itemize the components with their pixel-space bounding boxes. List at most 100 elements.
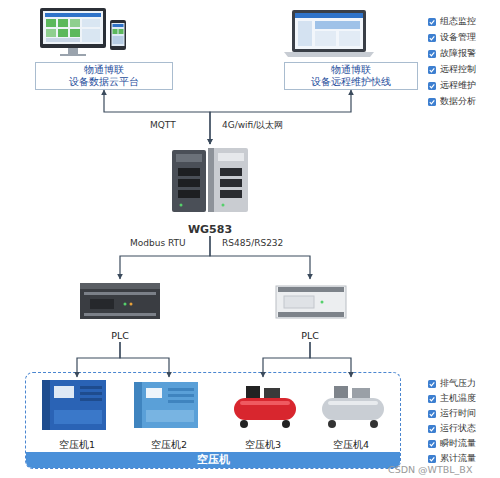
compressor-illustration-part bbox=[168, 394, 194, 397]
connector-line bbox=[210, 236, 310, 279]
connector-line bbox=[120, 236, 210, 279]
monitor-illustration-part bbox=[43, 11, 103, 44]
compressor-illustration bbox=[322, 386, 384, 428]
plc-illustration-part bbox=[321, 301, 324, 304]
node-text: 物通博联 设备数据云平台 bbox=[62, 64, 146, 88]
compressor-illustration-part bbox=[80, 386, 102, 389]
annotation-text: 排气压力 bbox=[440, 378, 476, 389]
compressor-illustration-part bbox=[370, 420, 378, 428]
compressor-illustration-part bbox=[240, 420, 248, 428]
phone-illustration-part bbox=[113, 36, 124, 44]
check-icon bbox=[428, 18, 436, 463]
compressor-illustration-part bbox=[246, 386, 260, 398]
monitor-illustration-part bbox=[46, 19, 56, 27]
compressor-illustration-part bbox=[334, 386, 348, 398]
check-icon-part bbox=[428, 410, 436, 418]
compressor-illustration-part bbox=[240, 401, 290, 405]
gateway-illustration-part bbox=[220, 179, 242, 187]
monitor-illustration-part bbox=[46, 38, 80, 42]
check-icon-part bbox=[428, 425, 436, 433]
check-icon-part bbox=[428, 18, 436, 26]
phone-illustration-part bbox=[119, 29, 124, 34]
compressor-illustration-part bbox=[146, 388, 162, 398]
check-icon-part bbox=[428, 34, 436, 42]
compressor-illustration-part bbox=[234, 398, 296, 420]
laptop-illustration-part bbox=[295, 13, 363, 49]
compressor-illustration-part bbox=[352, 388, 370, 398]
gateway-illustration-part bbox=[222, 204, 225, 207]
compressor-illustration-part bbox=[282, 420, 290, 428]
plc-device: PLC bbox=[76, 279, 164, 342]
connector-line bbox=[310, 342, 351, 377]
annotation-text: Modbus RTU bbox=[130, 238, 186, 249]
annotation-text: 运行状态 bbox=[440, 423, 476, 434]
laptop-illustration-part bbox=[284, 52, 374, 57]
compressor-illustration-part bbox=[168, 400, 194, 403]
node-text: 空压机2 bbox=[126, 439, 212, 451]
gateway-illustration-part bbox=[178, 168, 200, 176]
connector-line bbox=[210, 90, 351, 144]
phone-illustration-part bbox=[113, 24, 124, 27]
watermark: CSDN @WTBL_BX bbox=[388, 464, 472, 475]
node-text: 空压机 bbox=[26, 452, 400, 468]
monitor-illustration-part bbox=[58, 29, 68, 37]
compressor-illustration-part bbox=[54, 386, 74, 398]
plc-device: PLC bbox=[270, 279, 350, 342]
compressor-unit: 空压机1 bbox=[34, 377, 120, 451]
phone-illustration bbox=[110, 20, 126, 50]
node-text: PLC bbox=[76, 330, 164, 342]
gateway-illustration-part bbox=[208, 148, 248, 212]
annotation-text: 设备管理 bbox=[440, 32, 476, 43]
annotation-text: 运行时间 bbox=[440, 408, 476, 419]
monitor-illustration-part bbox=[46, 29, 56, 37]
check-icon-part bbox=[428, 440, 436, 448]
gateway-illustration-part bbox=[178, 179, 200, 187]
phone-illustration-part bbox=[112, 23, 125, 46]
check-icon-part bbox=[428, 395, 436, 403]
check-icon-part bbox=[428, 380, 436, 388]
annotation-text: 主机温度 bbox=[440, 393, 476, 404]
plc-illustration-part bbox=[80, 283, 160, 289]
compressor-unit: 空压机2 bbox=[126, 377, 212, 451]
monitor-illustration bbox=[40, 8, 106, 56]
plc-illustration-part bbox=[284, 296, 314, 308]
monitor-illustration-part bbox=[60, 54, 86, 56]
monitor-illustration-part bbox=[58, 19, 68, 27]
plc-illustration-part bbox=[84, 313, 156, 316]
plc-illustration-part bbox=[124, 303, 127, 306]
connector-line bbox=[120, 342, 169, 377]
monitor-illustration-part bbox=[82, 29, 100, 42]
connector-line bbox=[263, 342, 310, 377]
compressor-illustration-part bbox=[80, 398, 102, 401]
monitor-illustration-part bbox=[68, 48, 78, 54]
monitor-illustration-part bbox=[45, 13, 101, 17]
plc-illustration-part bbox=[278, 287, 344, 292]
annotation-text: 远程控制 bbox=[440, 64, 476, 75]
monitor-illustration-part bbox=[70, 19, 80, 27]
compressor-illustration bbox=[42, 380, 106, 430]
gateway-illustration-part bbox=[178, 190, 200, 198]
annotation-text: 故障报警 bbox=[440, 48, 476, 59]
phone-illustration-part bbox=[110, 20, 126, 50]
compressor-unit: 空压机4 bbox=[308, 377, 394, 451]
laptop-illustration-part bbox=[292, 10, 366, 52]
plc-illustration-part bbox=[130, 303, 133, 306]
gateway-illustration-part bbox=[172, 150, 206, 212]
compressor-illustration-part bbox=[80, 392, 102, 395]
plc-illustration-part bbox=[80, 289, 160, 319]
check-icon-part bbox=[428, 455, 436, 463]
plc-illustration-part bbox=[276, 286, 346, 318]
node-text: PLC bbox=[270, 330, 350, 342]
compressor-illustration-part bbox=[134, 382, 142, 428]
compressor-unit: 空压机3 bbox=[220, 377, 306, 451]
laptop-illustration-part bbox=[339, 31, 360, 46]
connector-line bbox=[77, 342, 120, 377]
compressor-illustration-part bbox=[322, 398, 384, 420]
node-text: 空压机3 bbox=[220, 439, 306, 451]
annotation-text: 数据分析 bbox=[440, 96, 476, 107]
node-text: WG583 bbox=[168, 224, 252, 236]
check-icon-part bbox=[428, 98, 436, 106]
annotation-text: 瞬时流量 bbox=[440, 438, 476, 449]
gateway-illustration-part bbox=[220, 190, 242, 198]
